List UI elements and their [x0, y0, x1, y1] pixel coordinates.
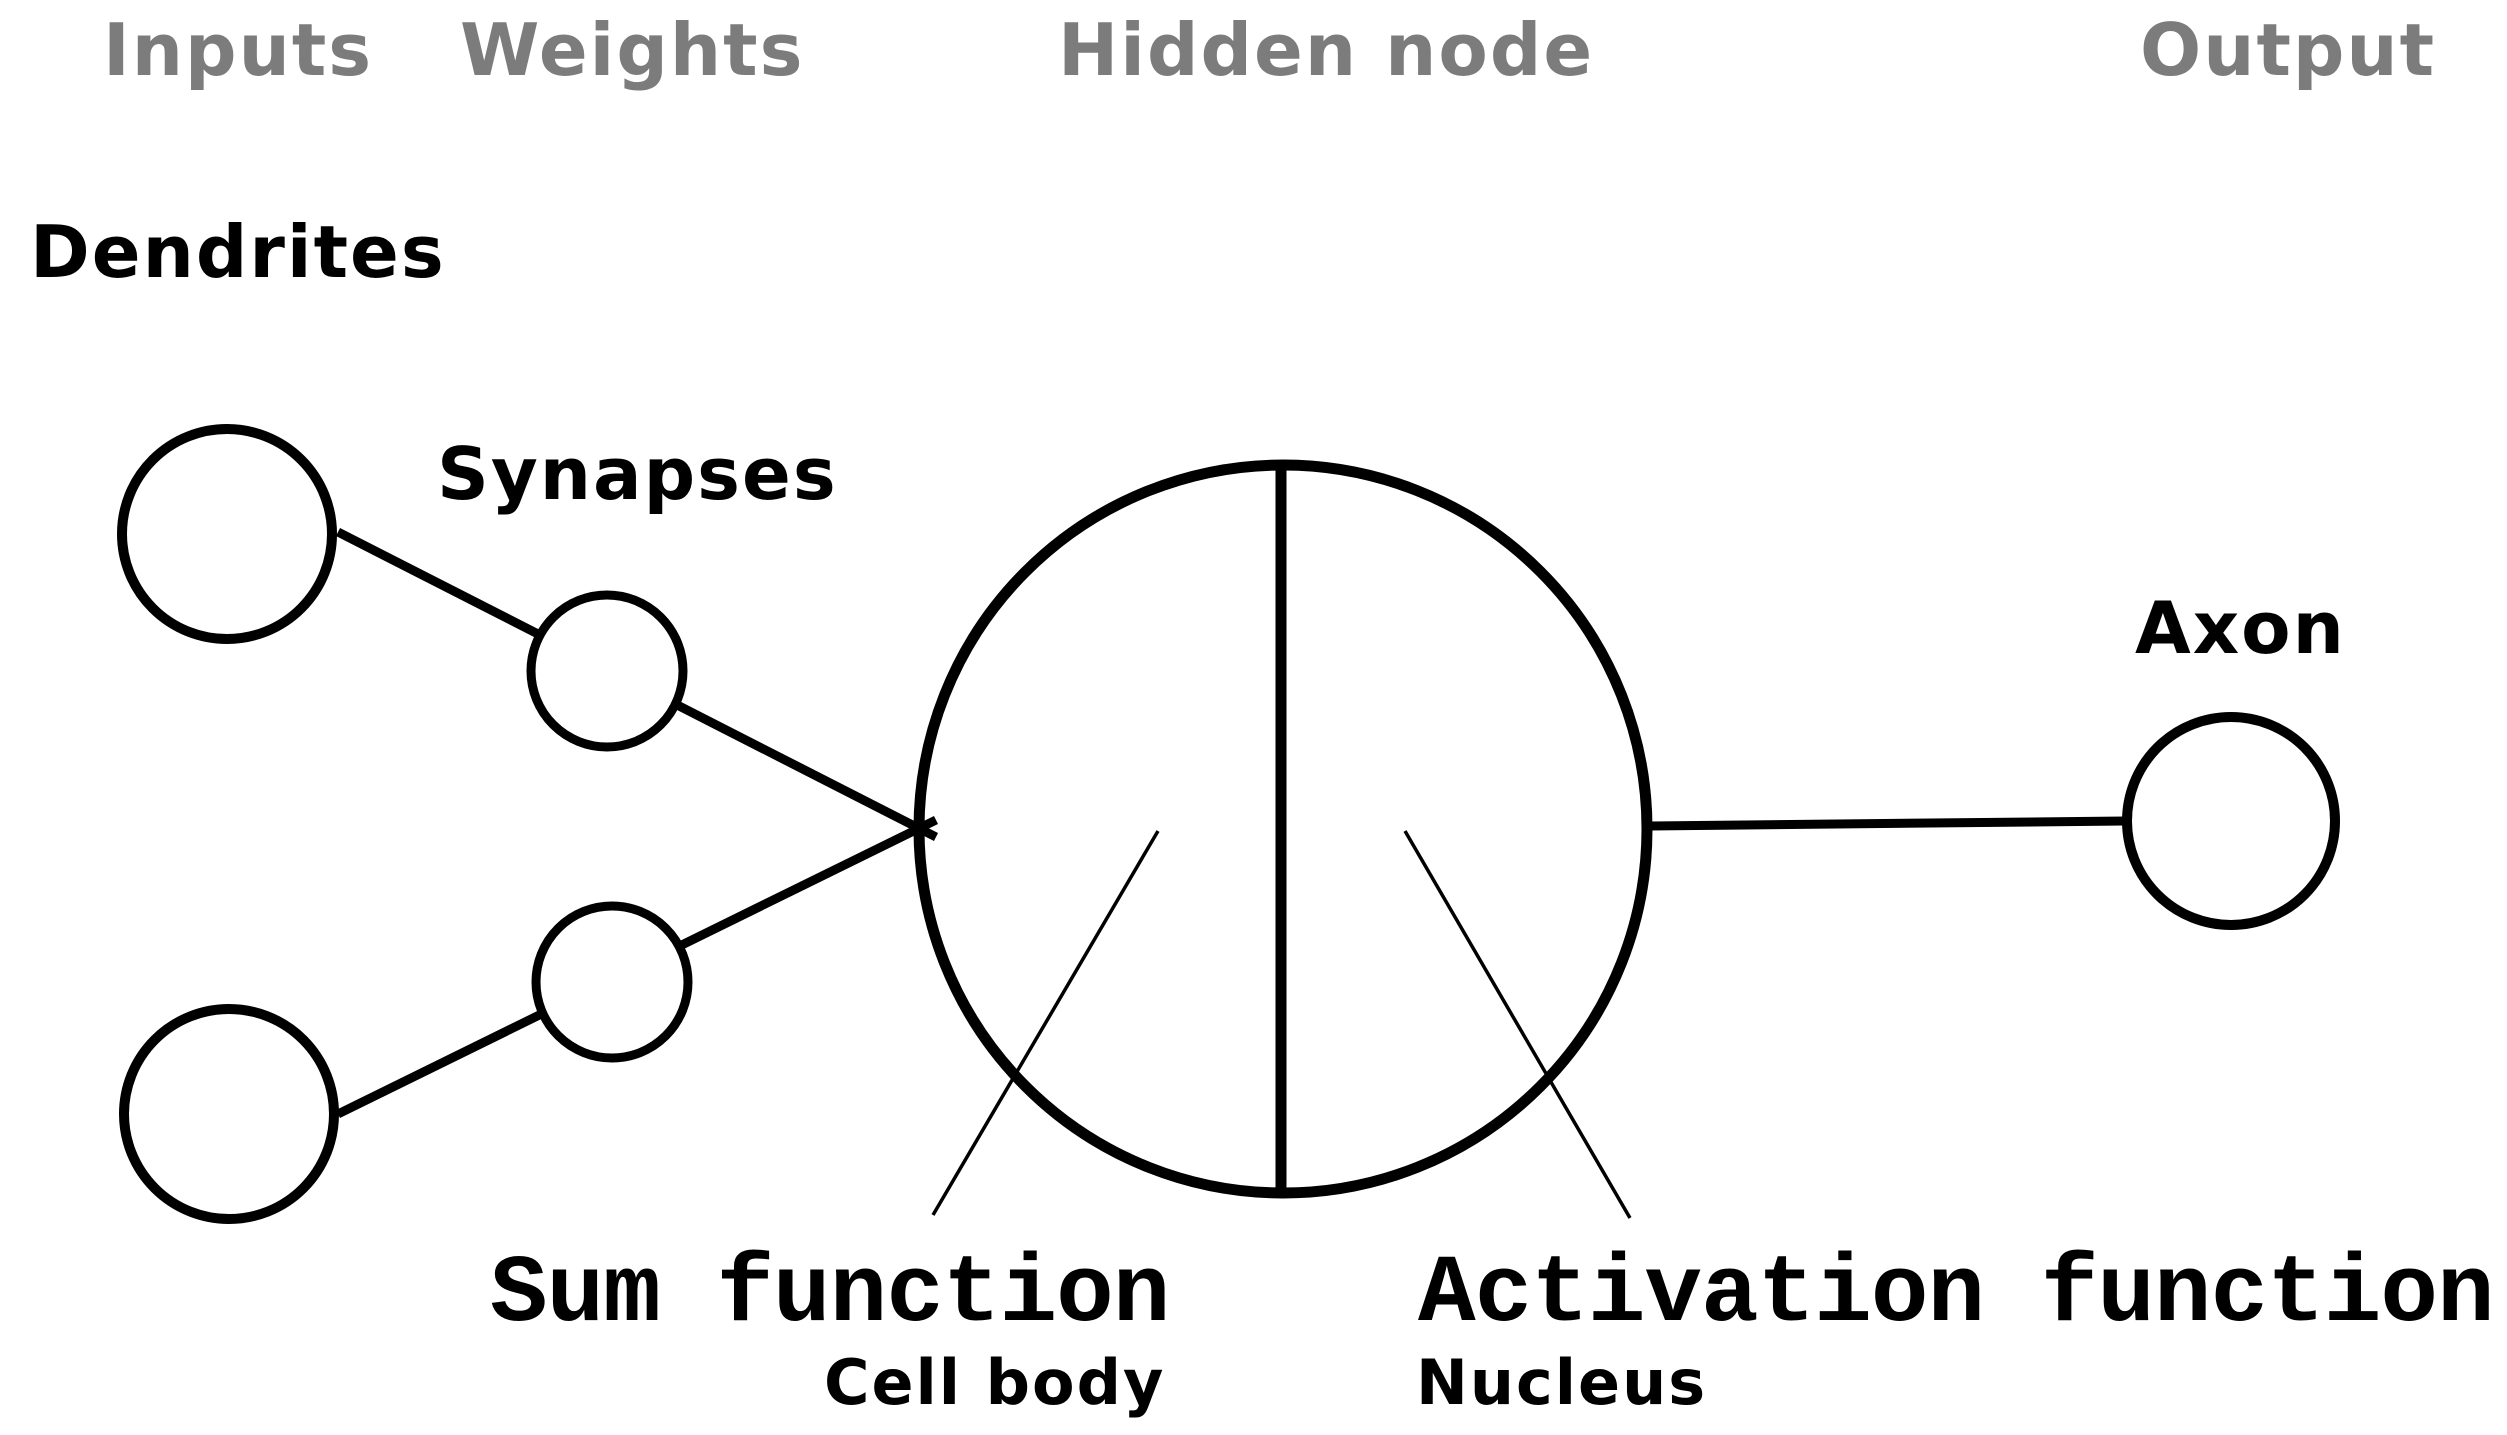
synapse-circle-upper	[526, 590, 688, 752]
dendrites-label: Dendrites	[30, 210, 446, 294]
input-node-circle-lower	[119, 1004, 339, 1224]
column-header-inputs: Inputs	[103, 8, 374, 92]
axon-label: Axon	[2135, 586, 2346, 670]
column-header-hidden-node: Hidden node	[1058, 8, 1595, 92]
cell-body-label: Cell body	[824, 1346, 1166, 1419]
axon-line	[1647, 816, 2126, 831]
activation-function-leader-line	[1403, 830, 1632, 1219]
sum-function-label: Sum function	[490, 1240, 1170, 1349]
column-header-weights: Weights	[460, 8, 805, 92]
nucleus-label: Nucleus	[1416, 1346, 1708, 1419]
activation-function-label: Activation function	[1418, 1240, 2495, 1349]
synapse-circle-lower	[531, 901, 693, 1063]
sum-function-leader-line	[931, 830, 1160, 1216]
input-node-circle-upper	[117, 424, 337, 644]
synapses-label: Synapses	[437, 432, 838, 516]
output-node-circle	[2122, 712, 2340, 930]
column-header-output: Output	[2140, 8, 2437, 92]
